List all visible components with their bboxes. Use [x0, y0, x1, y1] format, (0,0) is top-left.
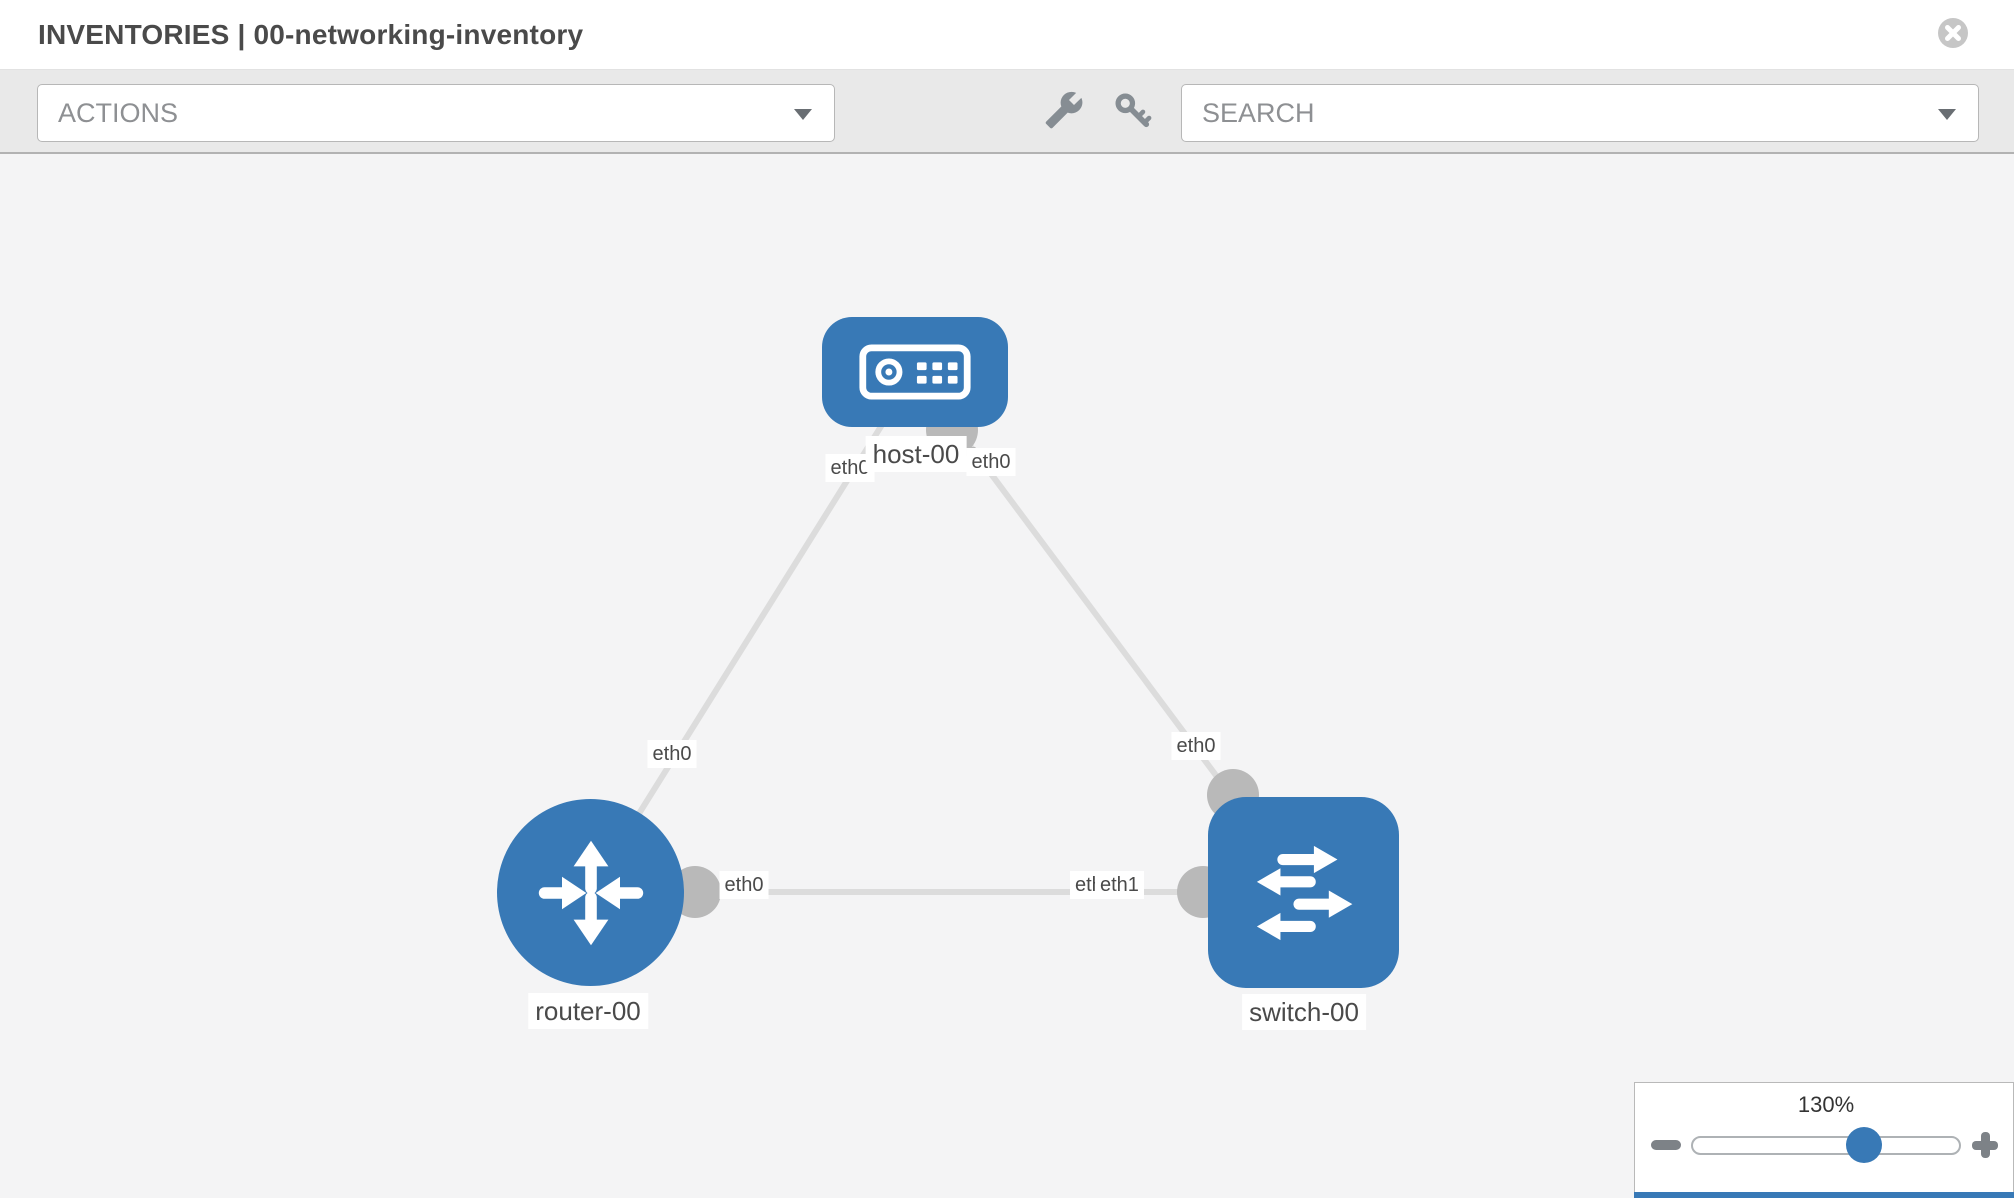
interface-label: eth0 — [719, 871, 769, 899]
close-icon[interactable] — [1937, 17, 1969, 49]
chevron-down-icon — [794, 109, 812, 120]
toolbar: ACTIONS — [0, 70, 2014, 154]
node-label-switch-00: switch-00 — [1242, 994, 1366, 1030]
interface-label: eth0 — [966, 448, 1016, 476]
zoom-out-button[interactable] — [1651, 1140, 1681, 1150]
zoom-in-button[interactable] — [1972, 1132, 1998, 1158]
header-bar: INVENTORIES | 00-networking-inventory — [0, 0, 2014, 70]
zoom-slider-handle[interactable] — [1846, 1127, 1882, 1163]
page-title: INVENTORIES | 00-networking-inventory — [38, 19, 584, 50]
interface-label: eth1 — [1095, 871, 1144, 899]
router-icon — [538, 840, 643, 945]
node-switch-00[interactable] — [1208, 797, 1399, 988]
actions-label: ACTIONS — [58, 98, 179, 128]
host-icon — [859, 344, 971, 400]
zoom-panel: 130% — [1634, 1082, 2014, 1198]
key-icon[interactable] — [1112, 90, 1156, 134]
chevron-down-icon — [1938, 109, 1956, 120]
interface-label: eth0 — [1171, 732, 1221, 760]
close-button[interactable] — [1937, 17, 1969, 49]
search-input[interactable] — [1202, 86, 1902, 140]
node-router-00[interactable] — [497, 799, 684, 986]
wrench-icon[interactable] — [1044, 90, 1088, 134]
interface-label: eth0 — [647, 740, 697, 768]
topology-canvas: eth0 host-00 eth0 eth0 eth0 eth0 eth0 et… — [0, 154, 2014, 1198]
zoom-level-value: 130% — [1797, 1092, 1855, 1117]
search-dropdown[interactable] — [1181, 84, 1979, 142]
actions-dropdown[interactable]: ACTIONS — [37, 84, 835, 142]
topology-links-layer — [587, 370, 1306, 918]
node-label-host-00: host-00 — [865, 436, 967, 472]
plus-icon — [1980, 1132, 1990, 1158]
bottom-accent-bar — [1634, 1192, 2014, 1198]
node-host-00[interactable] — [822, 317, 1008, 427]
zoom-slider[interactable] — [1691, 1136, 1961, 1155]
switch-icon — [1256, 845, 1352, 940]
node-label-router-00: router-00 — [528, 993, 648, 1029]
